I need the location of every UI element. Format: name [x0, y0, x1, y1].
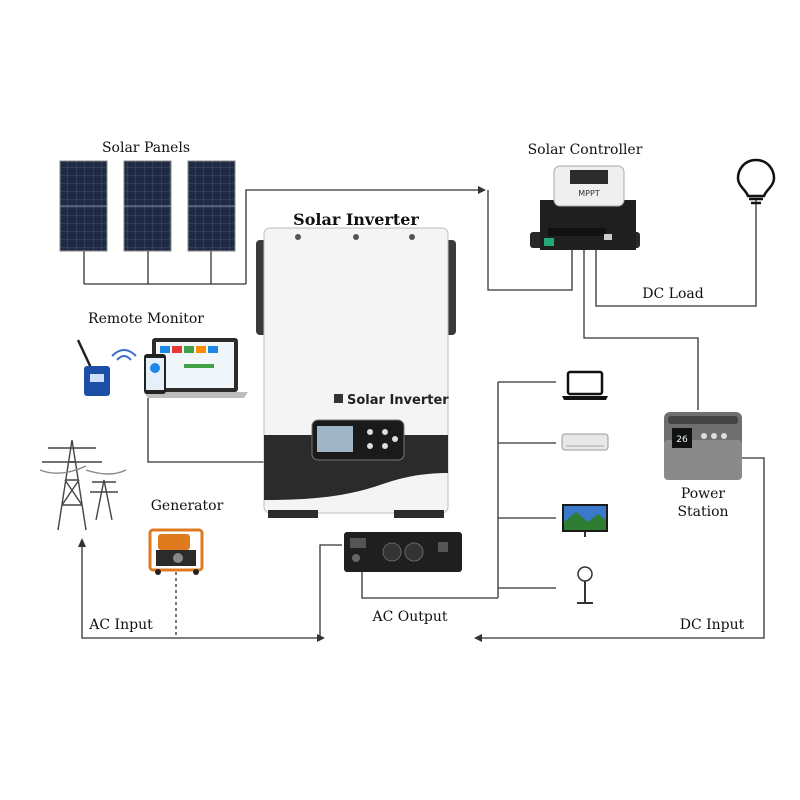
solar-controller-label: Solar Controller	[528, 142, 643, 158]
solar-inverter-title: Solar Inverter	[293, 210, 419, 229]
light-bulb-icon	[736, 158, 776, 205]
solar-panels	[59, 160, 236, 252]
dc-input-label: DC Input	[680, 617, 745, 633]
dc-load-label: DC Load	[642, 286, 703, 302]
laptop-icon	[562, 370, 608, 400]
solar-inverter: Solar Inverter	[256, 227, 456, 518]
generator-label: Generator	[151, 498, 224, 514]
generator	[148, 528, 204, 575]
fan-icon	[577, 566, 593, 604]
ac-output-label: AC Output	[372, 609, 448, 625]
ac-output-unit	[344, 532, 462, 572]
controller-screen	[570, 170, 608, 184]
remote-monitor	[76, 338, 248, 398]
power-station: 26	[664, 412, 742, 480]
inverter-brand: Solar Inverter	[347, 393, 449, 408]
power-station-label-line1: Power	[681, 486, 726, 502]
inverter-display	[317, 426, 353, 452]
power-tower-icon	[39, 439, 127, 531]
wiring	[78, 186, 765, 642]
power-station-display: 26	[676, 435, 688, 445]
power-station-label-line2: Station	[677, 504, 728, 520]
solar-panels-label: Solar Panels	[102, 140, 190, 156]
tv-icon	[562, 504, 608, 537]
air-conditioner-icon	[561, 433, 609, 451]
remote-monitor-label: Remote Monitor	[88, 311, 204, 327]
wifi-signal-icon	[111, 349, 137, 361]
solar-controller: MPPT	[530, 165, 640, 250]
ac-input-label: AC Input	[88, 617, 153, 633]
power-station-screen	[672, 428, 692, 448]
controller-badge: MPPT	[578, 189, 600, 198]
